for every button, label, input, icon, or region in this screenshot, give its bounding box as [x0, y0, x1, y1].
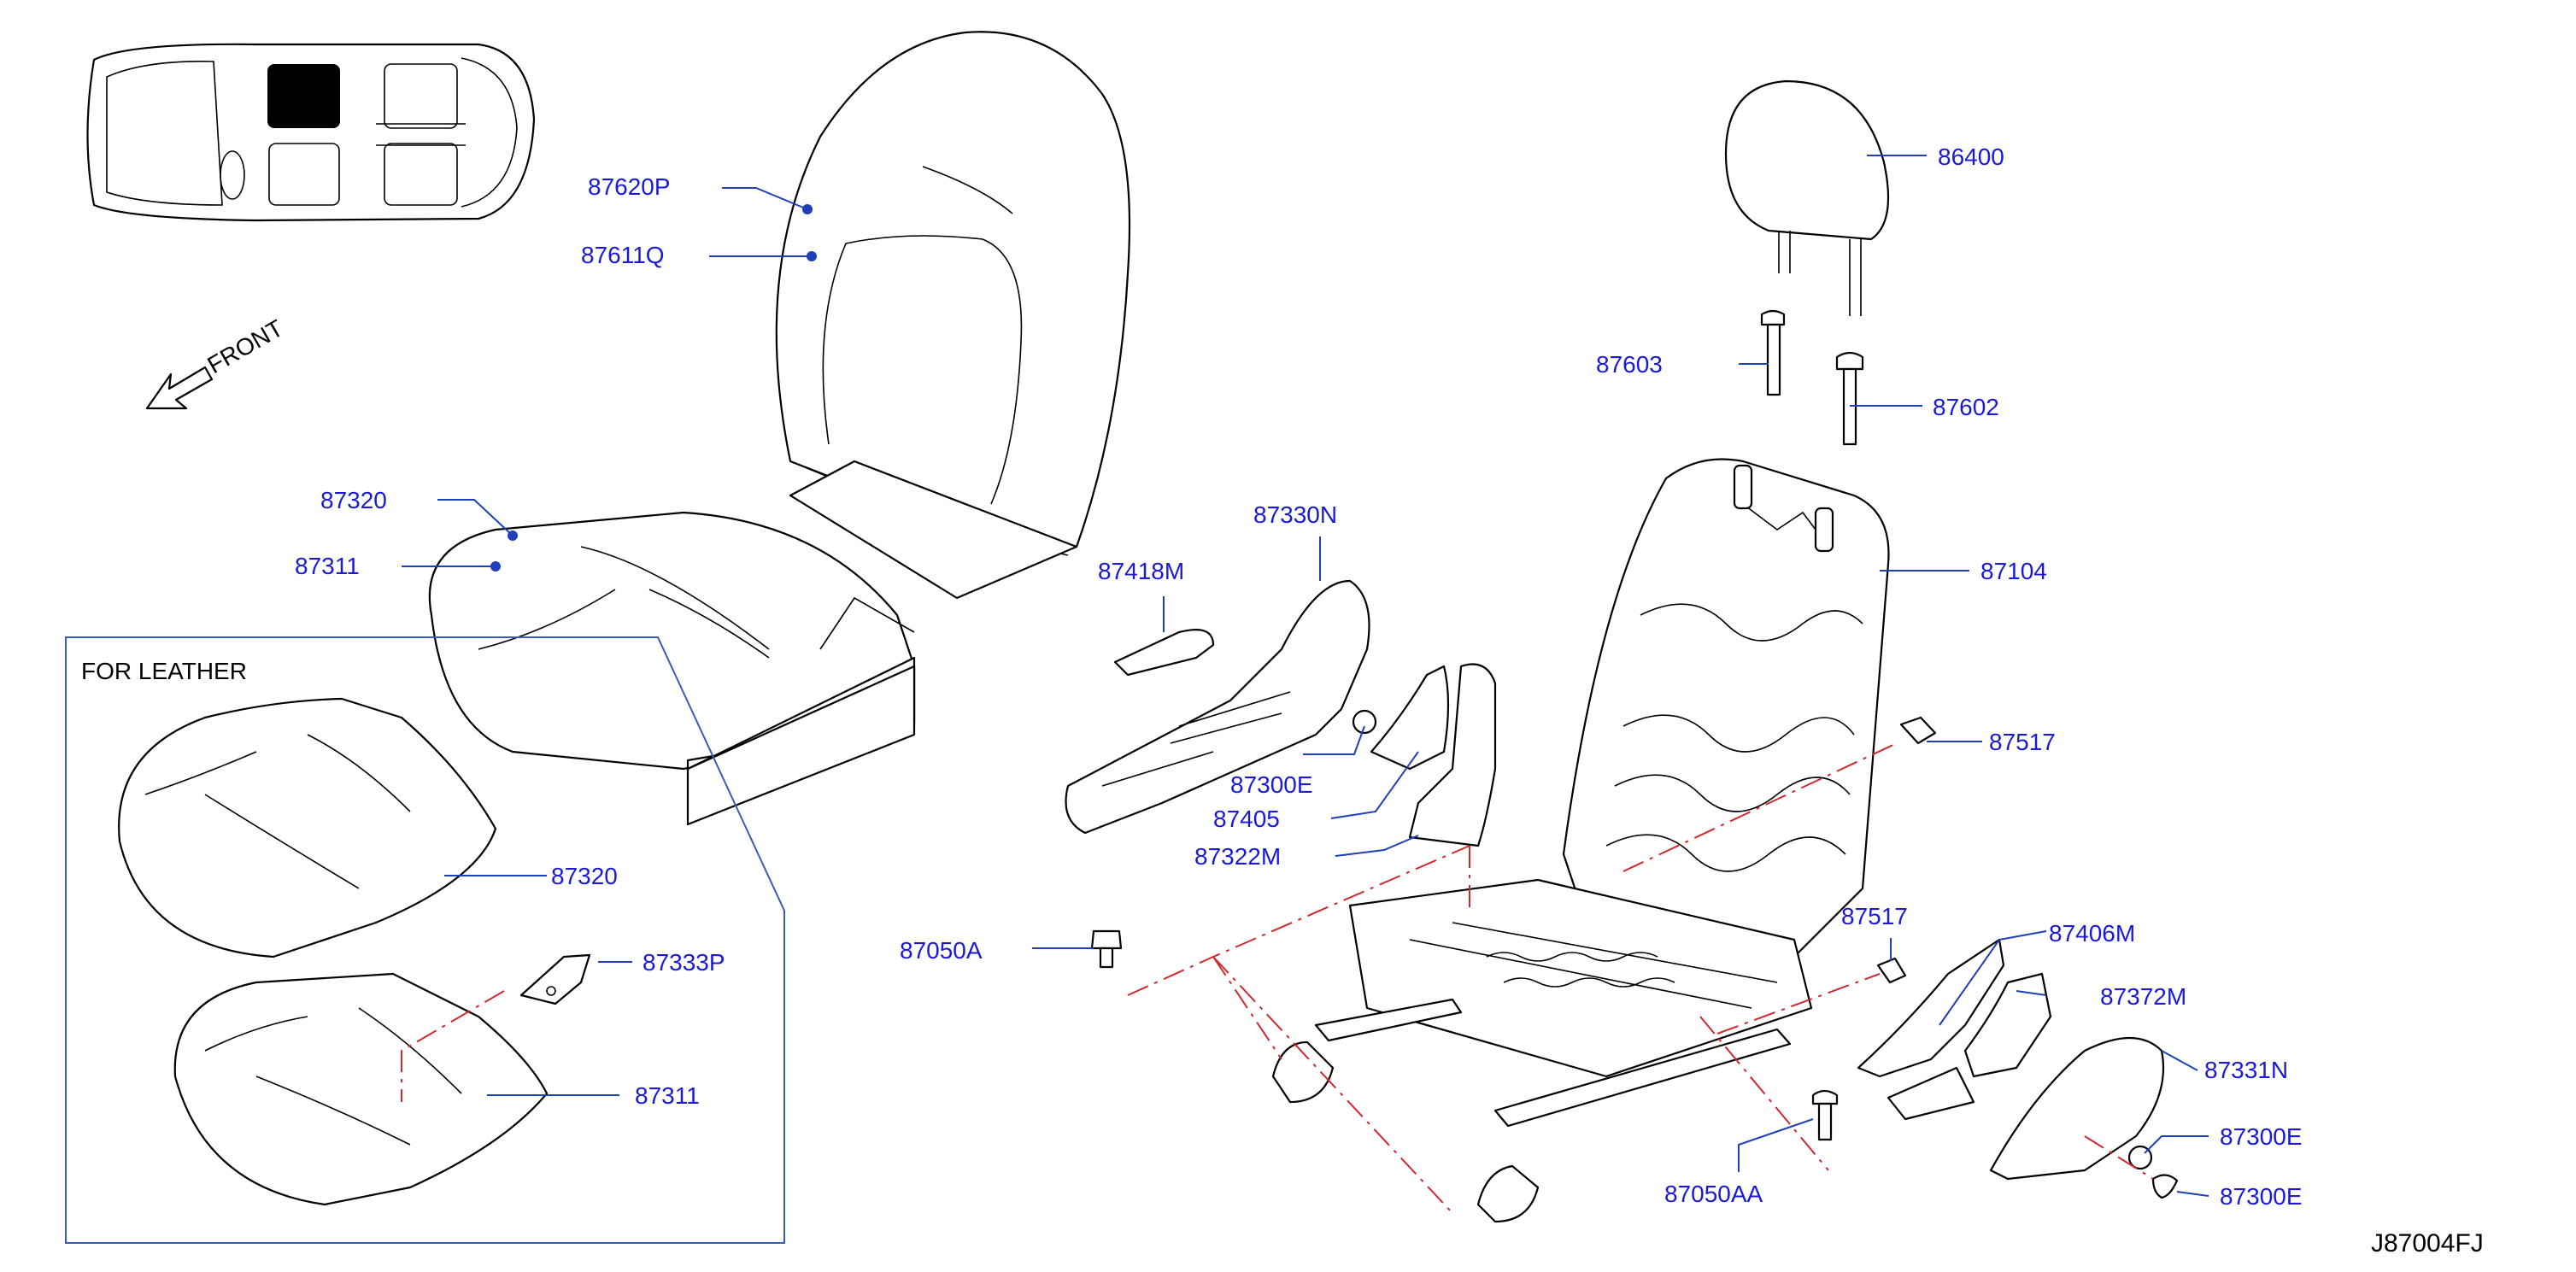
clip-87517-lower [1876, 957, 1907, 984]
leather-cushion-pad-87311 [173, 972, 549, 1206]
label-87333P: 87333P [643, 949, 725, 976]
seatback-trim [775, 31, 1131, 600]
phantom-lines [401, 742, 2154, 1214]
label-87104: 87104 [1980, 558, 2047, 584]
label-87320: 87320 [320, 487, 387, 513]
front-direction-arrow: FRONT [145, 314, 288, 410]
cover-87322M [1408, 663, 1497, 847]
label-87372M: 87372M [2100, 983, 2186, 1010]
label-87602: 87602 [1933, 394, 1999, 420]
clip-87333P [519, 953, 591, 1005]
label-86400: 86400 [1938, 144, 2004, 170]
label-87300E-right-b: 87300E [2220, 1183, 2303, 1210]
label-87322M: 87322M [1194, 843, 1281, 870]
label-87330N: 87330N [1253, 501, 1337, 528]
diagram-id: J87004FJ [2371, 1229, 2484, 1257]
headrest-guide-87602 [1835, 351, 1864, 446]
shield-87372M [1887, 972, 2052, 1121]
label-87406M: 87406M [2049, 920, 2135, 947]
leader-lines [402, 155, 2209, 1197]
front-label: FRONT [203, 314, 288, 378]
label-87050AA: 87050AA [1664, 1181, 1763, 1207]
bolt-87050A [1090, 929, 1123, 969]
shield-87406M [1857, 938, 2005, 1078]
label-87603: 87603 [1596, 351, 1663, 378]
label-87418M: 87418M [1098, 558, 1184, 584]
side-shield-87330N [1065, 579, 1370, 835]
leather-inset-frame: FOR LEATHER [65, 636, 785, 1244]
label-87405: 87405 [1213, 806, 1280, 832]
label-87300E-right-a: 87300E [2220, 1123, 2303, 1150]
seat-location-highlight [267, 64, 340, 128]
label-87311-leather: 87311 [635, 1082, 700, 1109]
headrest-86400 [1724, 79, 1890, 316]
label-87611Q: 87611Q [581, 242, 665, 268]
bracket-87405 [1370, 665, 1450, 771]
shield-87331N [1989, 1037, 2165, 1181]
label-87320-leather: 87320 [551, 863, 618, 889]
clip-87517-upper [1899, 716, 1937, 745]
label-87620P: 87620P [588, 173, 671, 200]
cap-87300E-right-b [2151, 1174, 2179, 1199]
inset-title: FOR LEATHER [81, 658, 247, 684]
cap-87300E-upper [1352, 709, 1377, 735]
knob-87418M [1113, 629, 1215, 677]
leather-cushion-cover-87320 [118, 697, 497, 958]
part-labels: 87620P 87611Q 87320 87311 87320 87333P 8… [295, 144, 2303, 1210]
bolt-87050AA [1811, 1089, 1839, 1141]
label-87517-upper: 87517 [1989, 729, 2056, 755]
headrest-guide-87603 [1760, 309, 1786, 396]
label-87517-lower: 87517 [1841, 903, 1908, 929]
label-87331N: 87331N [2204, 1057, 2288, 1083]
label-87050A: 87050A [900, 937, 983, 964]
label-87311: 87311 [295, 553, 360, 579]
vehicle-locator-icon [86, 43, 536, 222]
seat-cushion [428, 511, 916, 826]
label-87300E-upper: 87300E [1230, 771, 1313, 798]
seat-frame-87104 [1271, 458, 1890, 1223]
